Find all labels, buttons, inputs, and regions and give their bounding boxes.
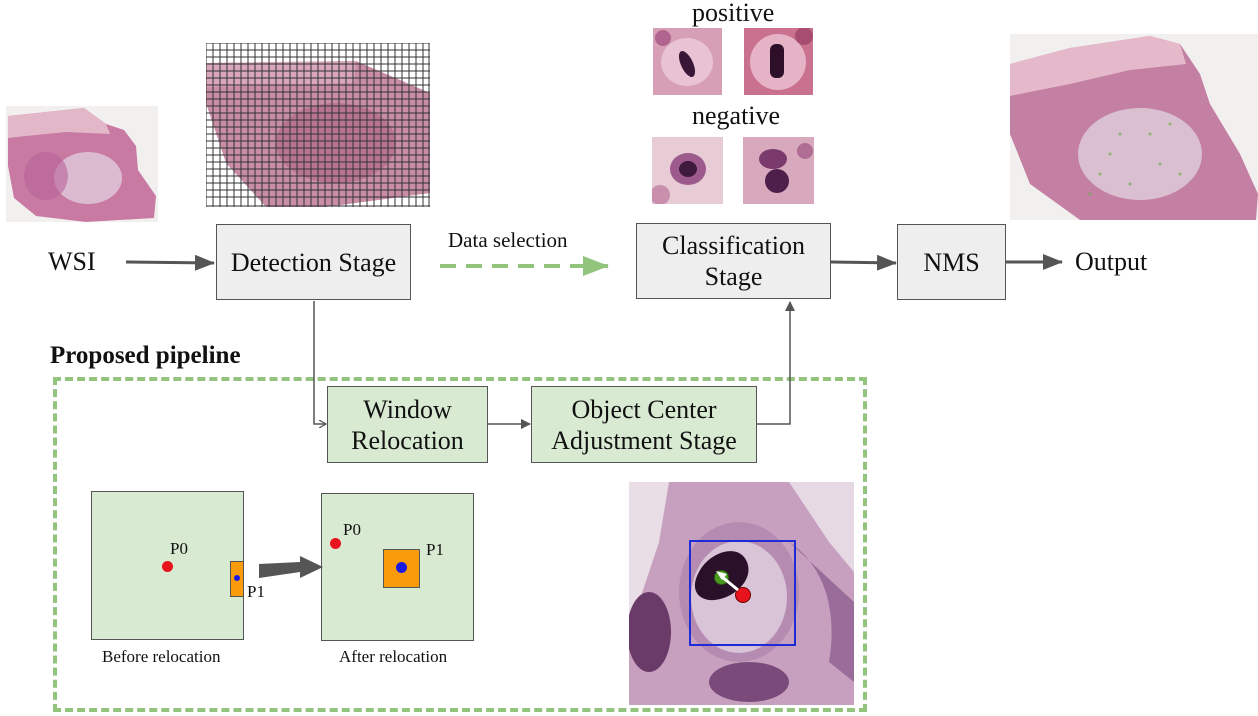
p0-point-after [330, 538, 341, 549]
p1-point-after [396, 562, 407, 573]
positive-patch-1 [653, 28, 722, 95]
arrow-classification-to-nms [830, 254, 897, 271]
arrow-wsi-to-detection [125, 254, 215, 271]
cell-initial-center [735, 587, 751, 603]
p1-label-after: P1 [426, 540, 444, 559]
proposed-pipeline-title: Proposed pipeline [50, 342, 241, 369]
negative-patch-1 [652, 137, 723, 204]
positive-patch-2 [744, 28, 813, 95]
output-thumbnail [1010, 34, 1258, 220]
grid-thumbnail [206, 43, 430, 207]
nms-label: NMS [923, 247, 980, 277]
before-relocation-caption: Before relocation [102, 647, 221, 666]
classification-stage: Classification Stage [636, 223, 831, 299]
window-relocation: Window Relocation [327, 386, 488, 463]
positive-label: positive [692, 0, 775, 27]
negative-patch-2 [743, 137, 814, 204]
detection-stage-label: Detection Stage [230, 247, 397, 277]
negative-label: negative [692, 101, 781, 130]
nms-box: NMS [897, 224, 1006, 300]
window-relocation-line1: Window [363, 394, 452, 424]
after-relocation-caption: After relocation [339, 647, 448, 666]
data-selection-label: Data selection [448, 228, 568, 252]
window-relocation-line2: Relocation [351, 425, 464, 455]
proposed-pipeline-frame [53, 377, 867, 712]
object-center-line2: Adjustment Stage [551, 425, 737, 455]
classification-stage-line2: Stage [704, 262, 763, 291]
p0-label-after: P0 [343, 520, 361, 539]
detection-stage: Detection Stage [216, 224, 411, 300]
classification-stage-line1: Classification [662, 231, 805, 260]
p0-point-before [162, 561, 173, 572]
wsi-thumbnail [6, 106, 158, 222]
cell-window-box [689, 540, 796, 646]
p1-point-before [234, 575, 240, 581]
object-center-line1: Object Center [571, 394, 717, 424]
output-label: Output [1075, 247, 1148, 276]
object-center-adjustment: Object Center Adjustment Stage [531, 386, 757, 463]
p0-label-before: P0 [170, 539, 188, 558]
cell-adjusted-center [714, 570, 729, 585]
p1-label-before: P1 [247, 582, 265, 601]
wsi-label: WSI [48, 247, 96, 276]
